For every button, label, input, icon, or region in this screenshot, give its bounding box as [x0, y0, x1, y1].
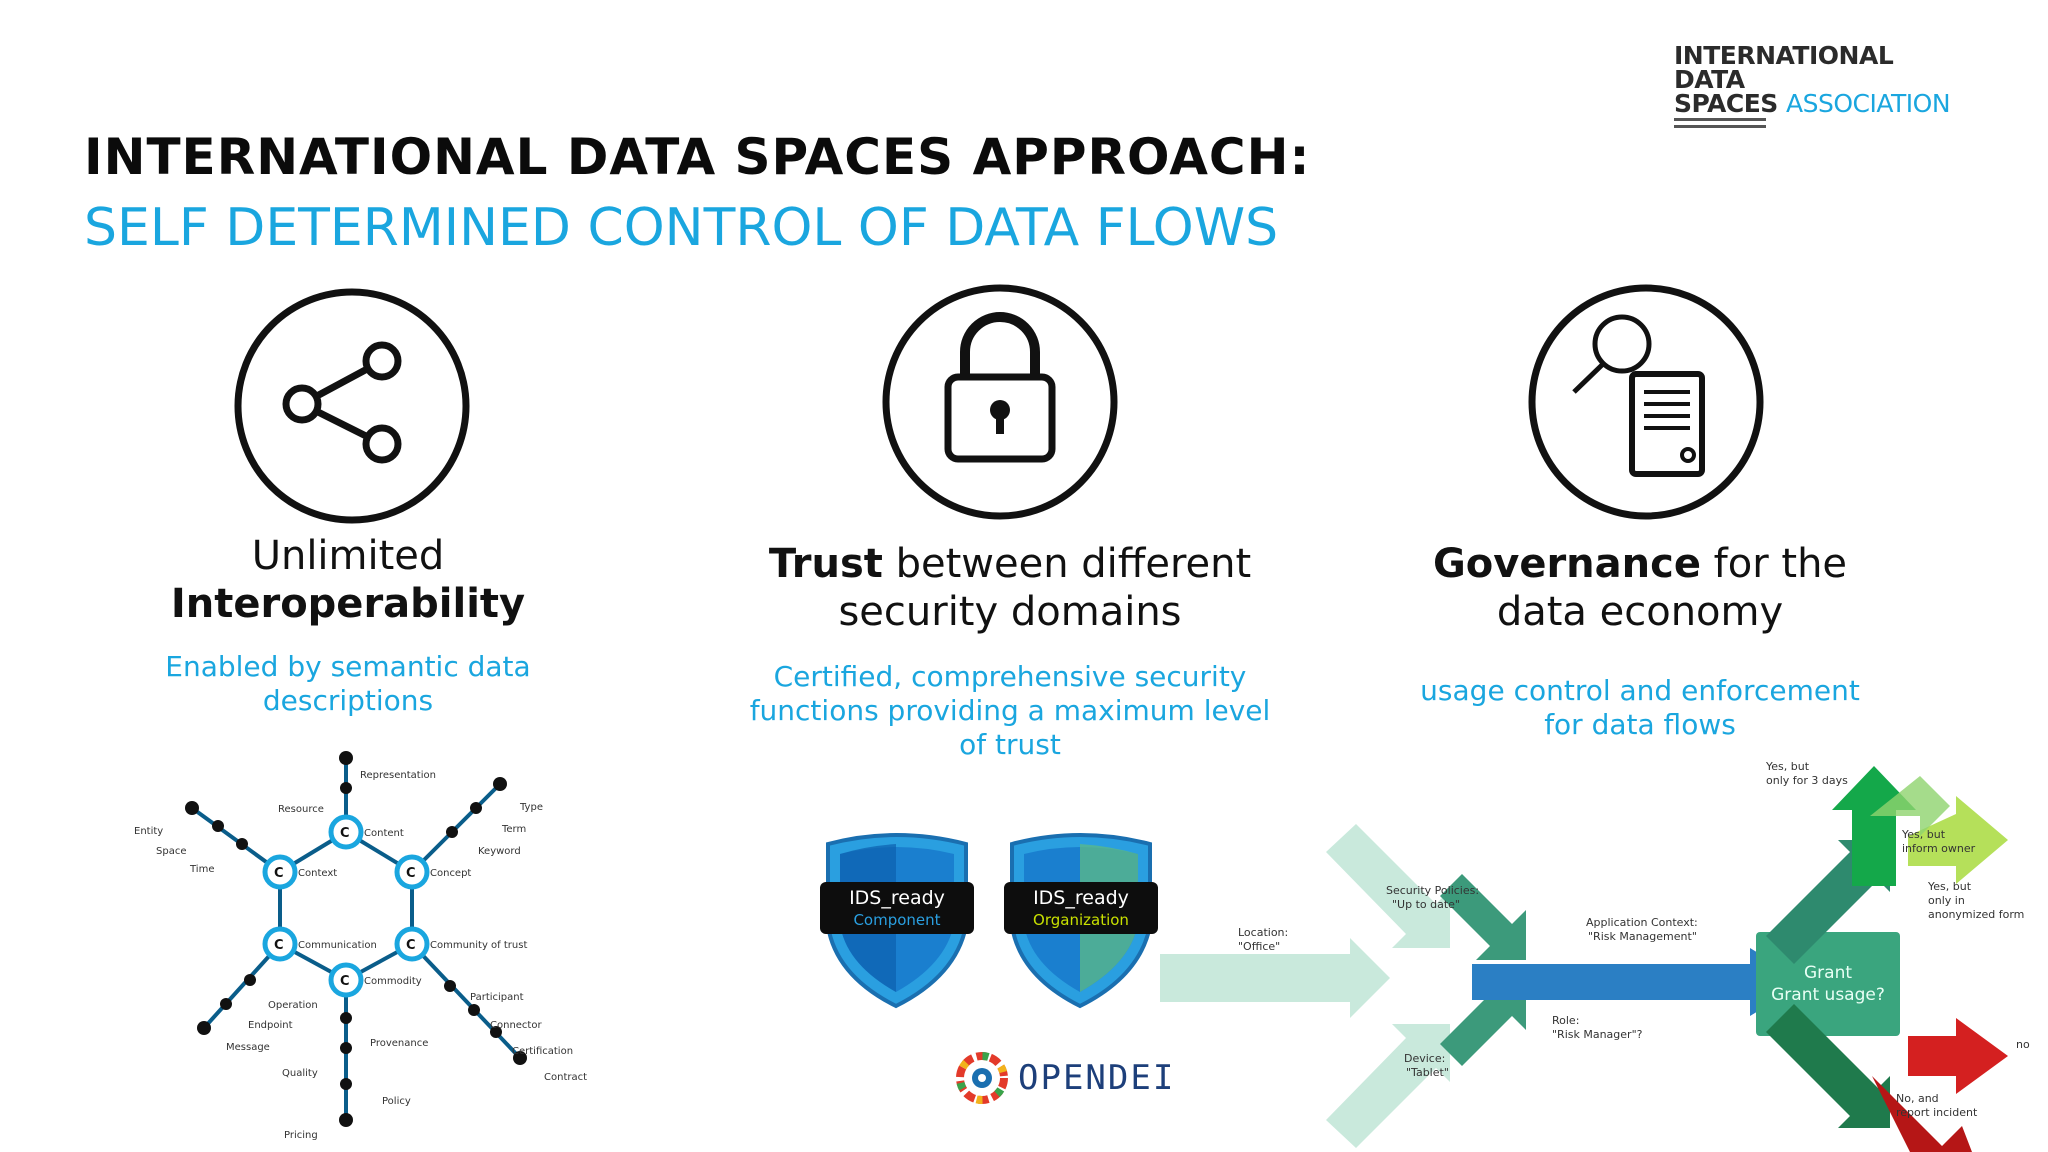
- node-community: Community of trust: [430, 940, 527, 951]
- svg-text:Type: Type: [519, 802, 543, 813]
- trust-sub: Certified, comprehensive security functi…: [749, 660, 1271, 761]
- svg-text:"Up to date": "Up to date": [1392, 898, 1460, 911]
- opendei-logo: OPENDEI: [952, 1048, 1176, 1108]
- svg-text:anonymized form: anonymized form: [1928, 908, 2024, 921]
- arrow-main: [1472, 948, 1806, 1016]
- svg-text:Message: Message: [226, 1042, 270, 1053]
- interoperability-block: Unlimited Interoperability Enabled by se…: [140, 532, 556, 718]
- svg-text:"Office": "Office": [1238, 940, 1280, 953]
- governance-heading-plain: for the data economy: [1496, 541, 1848, 635]
- svg-text:only in: only in: [1928, 894, 1965, 907]
- svg-text:Keyword: Keyword: [478, 846, 521, 857]
- arrow-role: [1440, 980, 1526, 1066]
- governance-heading-bold: Governance: [1432, 541, 1701, 587]
- page-subtitle: SELF DETERMINED CONTROL OF DATA FLOWS: [84, 198, 1279, 258]
- governance-block: Governance for the data economy usage co…: [1400, 540, 1880, 742]
- logo-line1: INTERNATIONAL DATA: [1674, 41, 1894, 94]
- arrow-no-report: [1766, 1004, 1890, 1128]
- svg-text:Yes, but: Yes, but: [1901, 828, 1946, 841]
- arrow-device: [1326, 1024, 1450, 1148]
- svg-text:Yes, but: Yes, but: [1927, 880, 1972, 893]
- svg-text:no: no: [2016, 1038, 2030, 1051]
- badge-component: IDS_ready Component: [820, 833, 974, 1009]
- svg-text:Grant usage?: Grant usage?: [1771, 985, 1885, 1005]
- ontology-diagram: C C C C C C Content Context Concept Comm…: [134, 751, 587, 1141]
- svg-text:C: C: [274, 938, 284, 953]
- svg-text:Provenance: Provenance: [370, 1038, 428, 1049]
- logo-line2a: SPACES: [1674, 89, 1778, 118]
- trust-heading-plain: between different security domains: [838, 541, 1252, 635]
- svg-text:"Tablet": "Tablet": [1406, 1066, 1449, 1079]
- svg-text:only for 3 days: only for 3 days: [1766, 774, 1848, 787]
- svg-text:inform owner: inform owner: [1902, 842, 1976, 855]
- page-title: INTERNATIONAL DATA SPACES APPROACH:: [84, 128, 1311, 186]
- grant-usage-label: Grant: [1804, 963, 1852, 983]
- node-commodity: Commodity: [364, 976, 422, 987]
- svg-text:Term: Term: [501, 824, 526, 835]
- logo-line2b: ASSOCIATION: [1786, 89, 1951, 118]
- node-concept: Concept: [430, 868, 471, 879]
- node-communication: Communication: [298, 940, 377, 951]
- svg-text:Operation: Operation: [268, 1000, 318, 1011]
- arrow-location: [1160, 938, 1390, 1018]
- node-context: Context: [298, 868, 337, 879]
- arrow-no: [1908, 1018, 2008, 1094]
- padlock-icon: [882, 284, 1118, 520]
- share-icon: [234, 288, 470, 524]
- svg-text:IDS_ready: IDS_ready: [1033, 887, 1129, 909]
- svg-text:Quality: Quality: [282, 1068, 318, 1079]
- svg-text:Endpoint: Endpoint: [248, 1020, 293, 1031]
- svg-text:Time: Time: [189, 864, 214, 875]
- opendei-emblem-icon: [956, 1052, 1008, 1104]
- svg-text:Pricing: Pricing: [284, 1130, 318, 1141]
- svg-text:Space: Space: [156, 846, 186, 857]
- svg-text:"Risk Management": "Risk Management": [1588, 930, 1697, 943]
- svg-text:Certification: Certification: [512, 1046, 573, 1057]
- search-document-icon: [1528, 284, 1764, 520]
- svg-text:No, and: No, and: [1896, 1092, 1939, 1105]
- svg-text:report incident: report incident: [1896, 1106, 1978, 1119]
- svg-text:Policy: Policy: [382, 1096, 411, 1107]
- svg-text:C: C: [340, 826, 350, 841]
- svg-text:Application Context:: Application Context:: [1586, 916, 1698, 929]
- svg-text:Participant: Participant: [470, 992, 524, 1003]
- svg-text:Contract: Contract: [544, 1072, 587, 1083]
- trust-block: Trust between different security domains…: [740, 540, 1280, 762]
- svg-text:Resource: Resource: [278, 804, 324, 815]
- opendei-wordmark: OPENDEI: [1018, 1058, 1176, 1098]
- interoperability-heading-plain: Unlimited: [251, 533, 445, 579]
- svg-text:Security Policies:: Security Policies:: [1386, 884, 1479, 897]
- svg-text:Component: Component: [853, 911, 940, 929]
- svg-text:C: C: [274, 866, 284, 881]
- svg-text:Representation: Representation: [360, 770, 436, 781]
- node-content: Content: [364, 828, 404, 839]
- usage-control-flow: Grant Grant usage? Location:"Office" Sec…: [1160, 760, 2030, 1152]
- badge-organization: IDS_ready Organization: [1004, 833, 1158, 1009]
- svg-text:C: C: [406, 866, 416, 881]
- svg-text:"Risk Manager"?: "Risk Manager"?: [1552, 1028, 1643, 1041]
- interoperability-sub: Enabled by semantic data descriptions: [165, 650, 531, 717]
- svg-text:Yes, but: Yes, but: [1765, 760, 1810, 773]
- arrow-report-incident: [1872, 1076, 1972, 1152]
- logo-rule: [1674, 118, 1766, 132]
- interoperability-heading-bold: Interoperability: [170, 581, 526, 627]
- svg-text:C: C: [406, 938, 416, 953]
- trust-heading-bold: Trust: [768, 541, 883, 587]
- svg-text:Location:: Location:: [1238, 926, 1288, 939]
- svg-text:Entity: Entity: [134, 826, 163, 837]
- arrow-security-policies: [1326, 824, 1450, 948]
- svg-text:Device:: Device:: [1404, 1052, 1445, 1065]
- svg-text:Connector: Connector: [490, 1020, 542, 1031]
- svg-text:C: C: [340, 974, 350, 989]
- ids-ready-badges: IDS_ready Component IDS_ready Organizati…: [820, 833, 1158, 1009]
- arrow-application-context: [1440, 874, 1526, 960]
- svg-text:IDS_ready: IDS_ready: [849, 887, 945, 909]
- svg-text:Organization: Organization: [1033, 911, 1129, 929]
- governance-sub: usage control and enforcement for data f…: [1420, 674, 1860, 741]
- svg-text:Role:: Role:: [1552, 1014, 1579, 1027]
- arrow-anonymized: [1908, 796, 2008, 884]
- ids-association-logo: INTERNATIONAL DATA SPACES ASSOCIATION: [1674, 41, 1964, 118]
